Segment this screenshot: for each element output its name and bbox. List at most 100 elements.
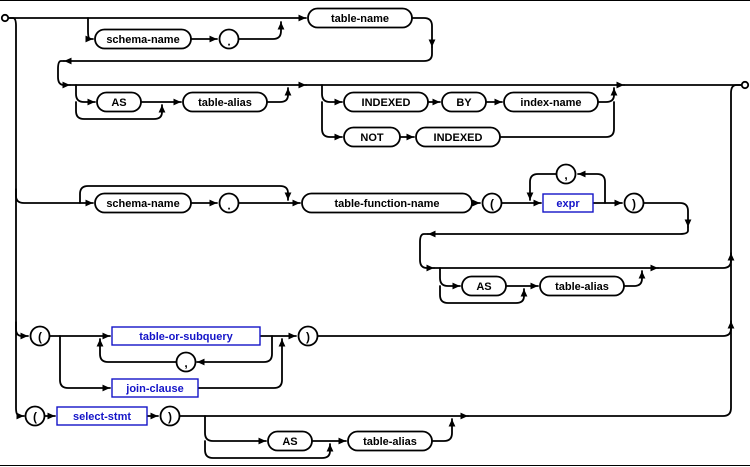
connector-line xyxy=(431,418,453,442)
end-terminal-icon xyxy=(740,80,750,90)
node-label: , xyxy=(184,356,187,370)
start-terminal-icon xyxy=(0,13,10,23)
arrowhead-icon xyxy=(158,105,166,113)
connector-line xyxy=(204,415,267,442)
arrowhead-icon xyxy=(62,81,70,89)
connector-line xyxy=(99,338,177,363)
node-label: AS xyxy=(282,436,297,448)
arrowhead-icon xyxy=(326,444,334,452)
node-shape xyxy=(218,192,240,214)
connector-line xyxy=(321,84,343,103)
node-label: schema-name xyxy=(106,198,179,210)
arrowhead-icon xyxy=(533,199,541,207)
node-table-alias-2: table-alias xyxy=(539,275,625,297)
node-shape xyxy=(29,325,51,347)
node-label: table-alias xyxy=(363,436,417,448)
node-shape xyxy=(503,91,599,113)
node-shape xyxy=(94,192,192,214)
arrowhead-icon xyxy=(578,170,586,178)
link-expr[interactable]: expr xyxy=(542,193,594,213)
node-shape xyxy=(159,405,181,427)
arrowhead-icon xyxy=(197,358,205,366)
node-shape xyxy=(441,91,487,113)
node-label: BY xyxy=(456,97,472,109)
node-lparen-3: ( xyxy=(24,405,46,427)
node-shape xyxy=(301,192,473,214)
connector-line xyxy=(9,17,25,417)
connector-line xyxy=(57,60,71,86)
node-label: table-name xyxy=(331,13,389,25)
arrowhead-icon xyxy=(406,133,414,141)
node-comma-2: , xyxy=(175,351,197,373)
arrowhead-icon xyxy=(460,412,468,420)
arrowhead-icon xyxy=(292,199,300,207)
node-label: ) xyxy=(632,197,636,211)
node-label: table-or-subquery xyxy=(139,331,233,343)
node-schema-name-1: schema-name xyxy=(94,28,192,50)
arrowhead-icon xyxy=(277,22,285,30)
arrowhead-icon xyxy=(428,39,436,47)
node-rparen-1: ) xyxy=(623,192,645,214)
connector-line xyxy=(427,226,689,235)
node-indexed-1: INDEXED xyxy=(343,91,429,113)
node-lparen-1: ( xyxy=(481,192,503,214)
arrowhead-icon xyxy=(85,35,93,43)
node-label: INDEXED xyxy=(362,97,411,109)
node-label: AS xyxy=(476,281,491,293)
node-label: ) xyxy=(306,330,310,344)
link-select-stmt[interactable]: select-stmt xyxy=(56,406,148,426)
node-as-1: AS xyxy=(96,91,142,113)
arrowhead-icon xyxy=(614,199,622,207)
node-label: table-alias xyxy=(555,281,609,293)
connector-line xyxy=(439,267,461,287)
arrowhead-icon xyxy=(638,271,646,279)
connector-line xyxy=(15,188,94,204)
node-shape xyxy=(175,351,197,373)
node-shape xyxy=(56,406,148,426)
node-shape xyxy=(623,192,645,214)
arrowhead-icon xyxy=(448,419,456,427)
node-rparen-3: ) xyxy=(159,405,181,427)
arrowhead-icon xyxy=(520,289,528,297)
link-join-clause[interactable]: join-clause xyxy=(111,378,199,398)
connector-line xyxy=(499,101,615,138)
link-table-or-subquery[interactable]: table-or-subquery xyxy=(111,326,261,346)
node-label: expr xyxy=(556,198,580,210)
connector-line xyxy=(87,17,94,40)
connector-line xyxy=(321,101,343,138)
node-label: ( xyxy=(38,330,42,344)
arrowhead-icon xyxy=(472,199,480,207)
arrowhead-icon xyxy=(209,35,217,43)
arrowhead-icon xyxy=(85,199,93,207)
connector-line xyxy=(196,335,273,363)
node-table-alias-1: table-alias xyxy=(182,91,268,113)
arrowhead-icon xyxy=(610,88,618,96)
arrowhead-icon xyxy=(494,98,502,106)
arrowhead-icon xyxy=(173,98,181,106)
arrowhead-icon xyxy=(64,57,72,65)
node-shape xyxy=(539,275,625,297)
arrowhead-icon xyxy=(102,384,110,392)
arrowhead-icon xyxy=(87,98,95,106)
arrowhead-icon xyxy=(432,98,440,106)
arrowhead-icon xyxy=(616,81,624,89)
connector-line xyxy=(63,46,433,62)
node-label: NOT xyxy=(360,132,384,144)
node-label: join-clause xyxy=(125,383,183,395)
node-rparen-2: ) xyxy=(297,325,319,347)
arrowhead-icon xyxy=(298,14,306,22)
node-shape xyxy=(542,193,594,213)
node-lparen-2: ( xyxy=(29,325,51,347)
node-label: , xyxy=(564,168,567,182)
node-label: ( xyxy=(33,410,37,424)
node-label: . xyxy=(227,199,230,213)
arrowhead-icon xyxy=(20,332,28,340)
arrowhead-icon xyxy=(650,264,658,272)
connector-line xyxy=(623,270,643,287)
arrowhead-icon xyxy=(284,88,292,96)
node-shape xyxy=(343,126,401,148)
node-dot-1: . xyxy=(218,28,240,50)
connector-line xyxy=(197,338,283,389)
